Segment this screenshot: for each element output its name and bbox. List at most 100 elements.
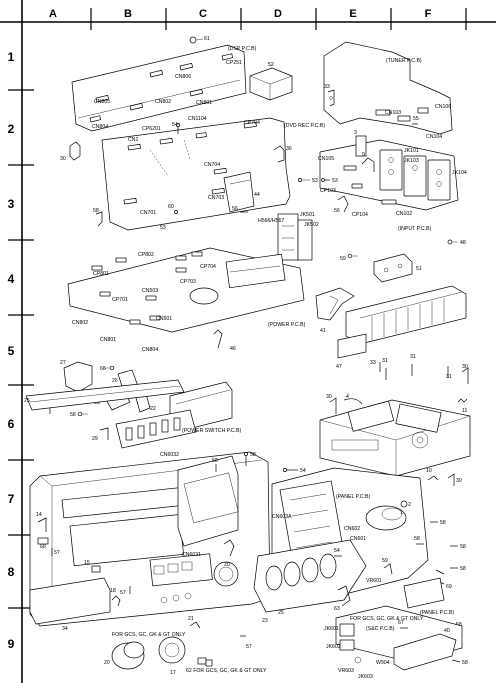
part-number-58-a6: 58 bbox=[70, 412, 76, 418]
part-3-and-9-brackets: 3 9 bbox=[354, 130, 375, 172]
part-number-36-d2: 36 bbox=[286, 146, 292, 152]
part-number-56-d3: 56 bbox=[232, 206, 238, 212]
connector-jk103: JK103 bbox=[404, 158, 419, 164]
connector-jk101: JK101 bbox=[404, 148, 419, 154]
row-header-2: 2 bbox=[8, 122, 15, 136]
part-46-screw: 46 bbox=[213, 329, 236, 352]
part-number-1: 1 bbox=[400, 510, 403, 516]
part-number-30-f6: 30 bbox=[462, 364, 468, 370]
part-33-bracket-tuner: 33 bbox=[324, 84, 335, 107]
board-label-power: (POWER P.C.B) bbox=[268, 322, 306, 328]
dvd-rec-pcb: CP704 (DVD REC P.C.B) CN1 CP6201 CN1104 … bbox=[101, 116, 325, 231]
part-number-30-f7: 30 bbox=[456, 478, 462, 484]
part-number-41: 41 bbox=[320, 328, 326, 334]
part-30-clips-e6: 30 30 bbox=[326, 364, 469, 414]
connector-jk603: JK603 bbox=[358, 674, 373, 680]
board-label-dvd-rec: (DVD REC P.C.B) bbox=[284, 123, 325, 129]
part-61-screw: 61 bbox=[189, 36, 210, 44]
connector-cn6032: CN6032 bbox=[160, 452, 179, 458]
connector-cn806: CN806 bbox=[175, 74, 191, 80]
connector-cn501: CN501 bbox=[156, 316, 172, 322]
part-19-clip bbox=[111, 595, 121, 607]
connector-cp104: CP104 bbox=[352, 212, 368, 218]
board-label-dsp: (DSP P.C.B) bbox=[228, 46, 257, 52]
part-number-59-e8: 59 bbox=[382, 558, 388, 564]
board-label-sc: (S&C P.C.B) bbox=[366, 626, 395, 632]
part-number-58-f8a: 58 bbox=[460, 544, 466, 550]
part-54-screws-dvd: 54 bbox=[172, 122, 180, 134]
connector-cn1104: CN1104 bbox=[188, 116, 207, 122]
board-label-tuner: (TUNER P.C.B) bbox=[386, 58, 422, 64]
part-number-10: 10 bbox=[426, 468, 432, 474]
part-52-box: 52 bbox=[249, 62, 293, 101]
row-header-6: 6 bbox=[8, 417, 15, 431]
part-number-63: 63 bbox=[334, 606, 340, 612]
part-number-58-f8b: 58 bbox=[460, 566, 466, 572]
connector-cn802-power: CN802 bbox=[72, 320, 88, 326]
part-number-23: 23 bbox=[262, 618, 268, 624]
part-20-volume-knob: 20 bbox=[104, 641, 145, 670]
part-number-69: 69 bbox=[446, 584, 452, 590]
part-58-screw-a6: 58 bbox=[70, 411, 88, 418]
part-number-58-f7: 58 bbox=[440, 520, 446, 526]
part-number-17: 17 bbox=[170, 670, 176, 676]
part-57-screws: 57 57 57 bbox=[51, 548, 252, 650]
part-number-25-d8: 25 bbox=[278, 610, 284, 616]
part-number-68: 68 bbox=[40, 544, 46, 550]
part-number-33-e6: 33 bbox=[370, 360, 376, 366]
part-number-31-c: 31 bbox=[446, 374, 452, 380]
connector-cp704-power: CP704 bbox=[200, 264, 216, 270]
part-number-53-d3: 53 bbox=[312, 178, 318, 184]
part-60-screw-c3: 60 53 bbox=[160, 204, 178, 231]
connector-cp703: CP703 bbox=[180, 279, 196, 285]
row-header-8: 8 bbox=[8, 565, 15, 579]
connector-jk602: JK602 bbox=[326, 644, 341, 650]
part-number-67: 67 bbox=[398, 620, 404, 626]
part-25-door: 25 bbox=[24, 379, 185, 411]
part-18-indicator: 18 bbox=[110, 588, 116, 594]
part-33-screws-e6: 33 bbox=[370, 360, 381, 372]
part-number-47: 47 bbox=[336, 364, 342, 370]
note-62-gcs-a: 62 FOR GCS, GC, GK & GT ONLY bbox=[186, 668, 267, 674]
column-header-e: E bbox=[349, 8, 356, 20]
part-30-clip-a2: 30 bbox=[60, 141, 81, 162]
column-header-a: A bbox=[49, 8, 57, 20]
part-34-sub-panel: 34 bbox=[29, 577, 111, 632]
part-number-14: 14 bbox=[36, 512, 42, 518]
part-59-clip-e8: 59 bbox=[382, 558, 393, 575]
connector-cn503: CN503 bbox=[142, 288, 158, 294]
connector-cp103: CP103 bbox=[320, 188, 336, 194]
connector-jk502: JK502 bbox=[304, 222, 319, 228]
part-48-screw-input: 48 bbox=[447, 239, 466, 246]
part-40-bracket: 40 bbox=[393, 628, 457, 671]
part-number-29: 29 bbox=[92, 436, 98, 442]
connector-cn6031: CN6031 bbox=[182, 552, 201, 558]
part-number-4: 4 bbox=[346, 394, 349, 400]
part-number-34: 34 bbox=[62, 626, 68, 632]
board-label-panel-2: (PANEL P.C.B) bbox=[420, 610, 454, 616]
connector-vr603: VR603 bbox=[338, 668, 354, 674]
part-number-20-c8: 20 bbox=[224, 562, 230, 568]
part-58-screw-b3: 58 bbox=[93, 208, 103, 227]
power-switch-pcb: (POWER SWITCH P.C.B) CN6032 bbox=[115, 409, 242, 458]
part-53-screw-d3: 53 bbox=[298, 178, 318, 184]
connector-cp704: CP704 bbox=[244, 120, 260, 126]
cd-mechanism-unit bbox=[319, 399, 471, 477]
row-header-4: 4 bbox=[8, 272, 15, 286]
part-number-48-input: 48 bbox=[460, 240, 466, 246]
part-number-59: 59 bbox=[340, 256, 346, 262]
part-number-3: 3 bbox=[354, 130, 357, 136]
column-headers: A B C D E F bbox=[49, 8, 432, 20]
part-number-44: 44 bbox=[254, 192, 260, 198]
connector-cn701: CN701 bbox=[140, 210, 156, 216]
connector-cn603a: CN603A bbox=[272, 514, 292, 520]
part-number-66: 66 bbox=[100, 366, 106, 372]
part-56-clip-input: 56 bbox=[334, 195, 349, 214]
part-number-9: 9 bbox=[362, 152, 365, 158]
note-62-gcs-c: FOR GCS, GC, GK & GT ONLY bbox=[350, 616, 424, 622]
part-number-57-a: 57 bbox=[54, 550, 60, 556]
connector-vr601: VR601 bbox=[366, 578, 382, 584]
part-63-bracket: 63 bbox=[334, 585, 351, 612]
part-31-screws: 31 31 31 bbox=[382, 354, 452, 380]
input-pcb: CN105 JK101 JK103 JK104 CP103 CP104 CN10… bbox=[318, 139, 467, 232]
